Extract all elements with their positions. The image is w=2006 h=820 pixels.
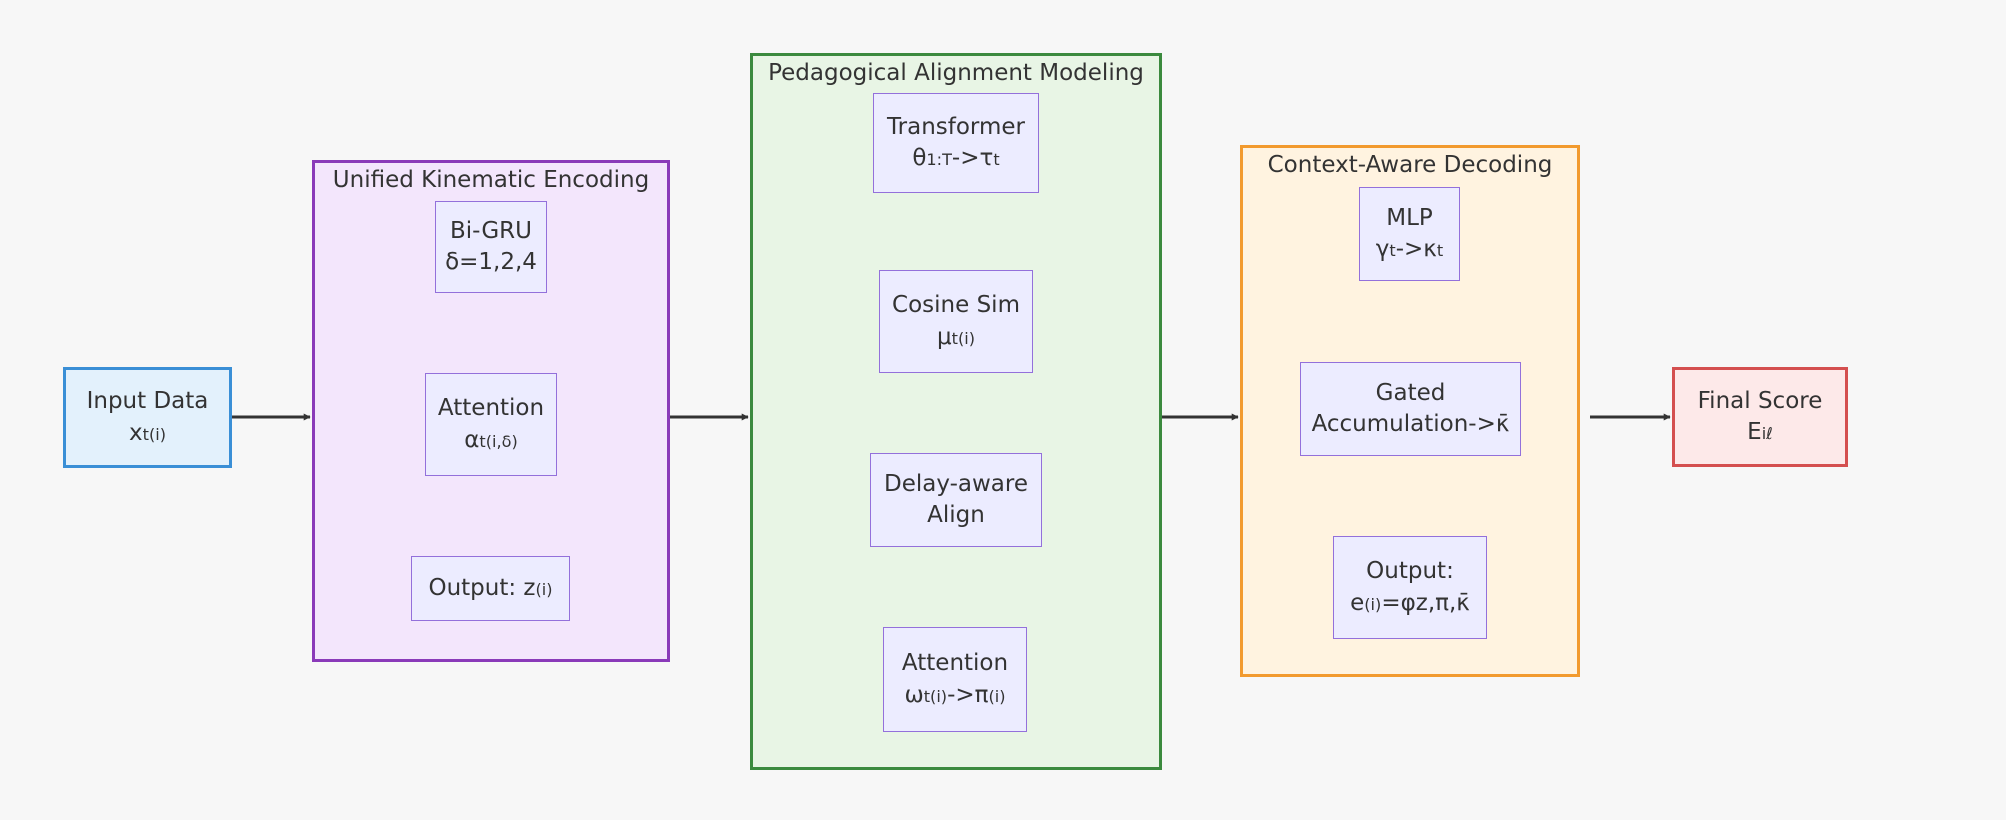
- delay-line1: Delay-aware: [884, 470, 1028, 497]
- input-math-base: x: [129, 419, 143, 446]
- cosine-base: μ: [937, 323, 952, 350]
- mlp-rest-sub: t: [1436, 241, 1444, 260]
- mlp-rest: ->κ: [1395, 236, 1437, 262]
- output-e-base: e: [1350, 589, 1365, 616]
- input-math-sub: t: [142, 424, 149, 444]
- gated-line1: Gated: [1375, 379, 1446, 406]
- attention-ped-rest-sup: (i): [988, 686, 1006, 706]
- cosine-sub: t: [951, 328, 958, 348]
- output-e-label: Output:: [1366, 558, 1454, 585]
- attention-ped-sub: t: [923, 686, 931, 706]
- attention-kin-base: α: [464, 426, 480, 453]
- output-z-line: Output: z(i): [428, 573, 552, 604]
- mlp-sub: t: [1389, 241, 1396, 260]
- output-e-math: e(i)=φz,π,κ̄: [1350, 588, 1470, 619]
- final-math-base: E: [1747, 419, 1762, 445]
- output-e-rest: =φz,π,κ̄: [1381, 589, 1470, 616]
- output-e-sup: (i): [1364, 594, 1382, 614]
- input-math-sup: (i): [148, 424, 166, 444]
- transformer-label: Transformer: [886, 113, 1025, 140]
- group-title-pedagogical: Pedagogical Alignment Modeling: [768, 60, 1144, 86]
- cosine-label: Cosine Sim: [892, 292, 1020, 319]
- attention-kin-sub: t: [479, 431, 486, 451]
- attention-ped-sup: (i): [930, 686, 948, 706]
- gated-line2: Accumulation->κ̄: [1311, 411, 1510, 437]
- node-bi-gru: Bi-GRU δ=1,2,4: [435, 201, 547, 293]
- attention-ped-base: ω: [904, 681, 924, 708]
- attention-ped-rest: ->π: [947, 681, 989, 708]
- attention-kin-sup: (i,δ): [485, 431, 518, 451]
- mlp-base: γ: [1375, 236, 1390, 262]
- node-gated-accumulation: Gated Accumulation->κ̄: [1300, 362, 1521, 456]
- transformer-sub: 1:T: [926, 150, 952, 169]
- group-title-kinematic: Unified Kinematic Encoding: [332, 167, 650, 193]
- output-z-sup: (i): [535, 579, 553, 599]
- bigru-label: Bi-GRU: [450, 217, 532, 244]
- node-input-label: Input Data: [86, 388, 209, 415]
- transformer-base: θ: [912, 145, 927, 171]
- node-output-e: Output: e(i)=φz,π,κ̄: [1333, 536, 1487, 639]
- node-delay-aware-align: Delay-aware Align: [870, 453, 1042, 547]
- node-final-label: Final Score: [1697, 387, 1823, 414]
- bigru-dilation: δ=1,2,4: [445, 249, 537, 275]
- group-title-context: Context-Aware Decoding: [1267, 152, 1553, 178]
- delay-line2: Align: [927, 502, 985, 528]
- cosine-sup: (i): [957, 328, 975, 348]
- mlp-label: MLP: [1386, 204, 1433, 231]
- output-z-label: Output: z: [428, 574, 536, 601]
- transformer-rest: ->τ: [951, 145, 994, 171]
- transformer-rest-sub: t: [993, 150, 1000, 169]
- node-output-z: Output: z(i): [411, 556, 570, 621]
- attention-ped-label: Attention: [901, 650, 1009, 677]
- attention-kin-label: Attention: [437, 395, 545, 422]
- final-math-sub: iℓ: [1761, 424, 1773, 443]
